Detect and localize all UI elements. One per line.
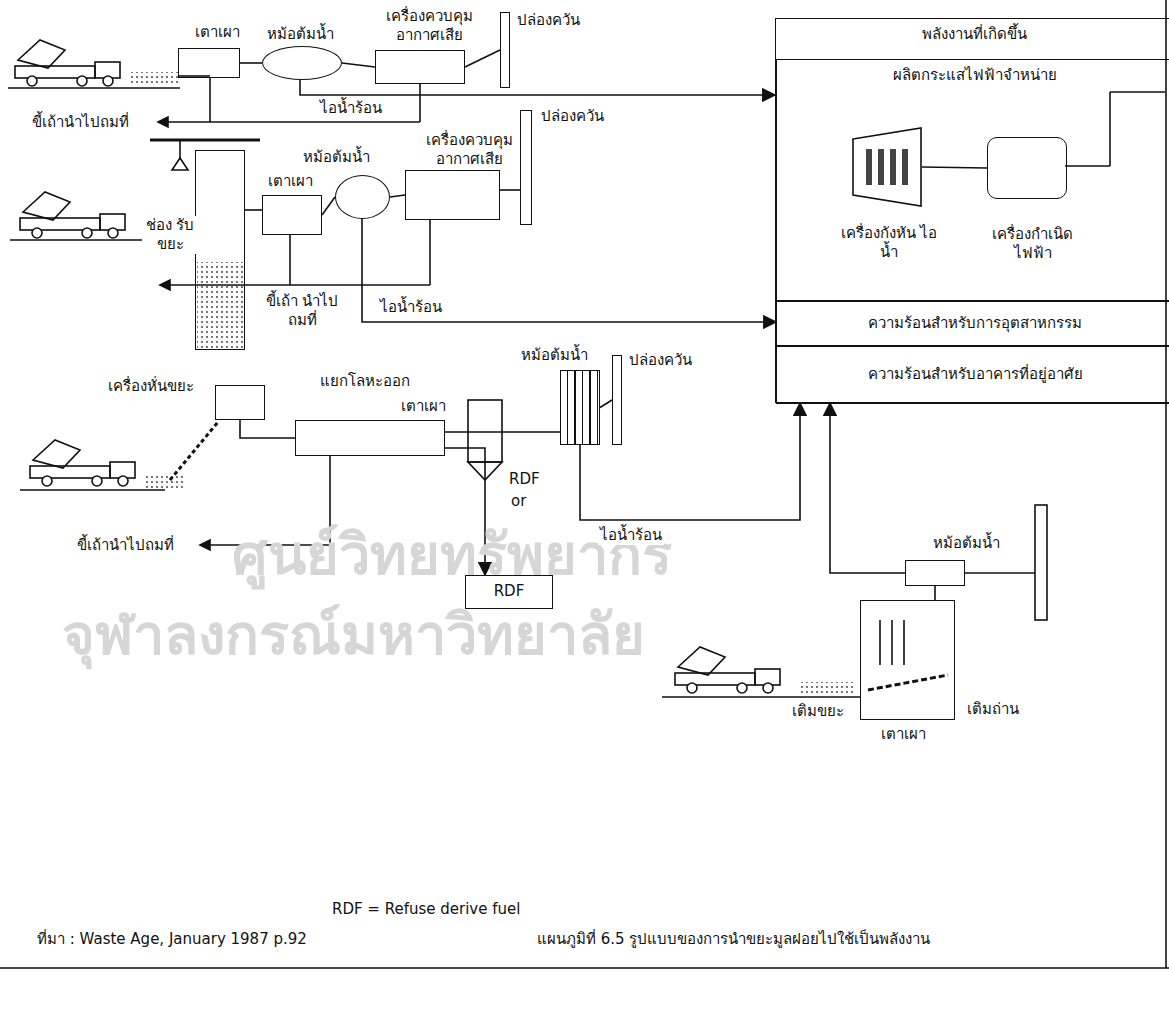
turbine-outline <box>852 127 922 207</box>
connector <box>240 62 262 64</box>
node-label: หม้อต้มน้ำ <box>265 25 336 44</box>
connector <box>500 189 520 191</box>
node-label: หม้อต้มน้ำ <box>519 346 590 365</box>
boiler: หม้อต้มน้ำ <box>335 175 390 219</box>
connector <box>922 167 987 168</box>
node-label: เตาเผา <box>193 23 242 42</box>
electricity-band: ผลิตกระแสไฟฟ้าจำหน่ายเครื่องกังหัน ไอน้ำ… <box>776 59 1169 301</box>
furnace: เตาเผา <box>262 195 322 235</box>
edge-label: ไอน้ำร้อน <box>378 298 444 317</box>
connector <box>445 431 560 433</box>
annotation: แยกโลหะออก <box>318 372 412 391</box>
node-label: ช่อง รับขยะ <box>142 216 198 254</box>
node-label: เครื่องควบคุม อากาศเสีย <box>371 7 487 45</box>
node-label: ปล่องควัน <box>539 107 606 126</box>
node-label: เครื่องหั่นขยะ <box>106 377 196 396</box>
air-pollution-control: เครื่องควบคุม อากาศเสีย <box>375 50 465 84</box>
connector <box>600 400 612 408</box>
annotation: ขี้เถ้านำไปถมที่ <box>30 113 131 132</box>
annotation: เติมถ่าน <box>965 700 1021 719</box>
generator: เครื่องกำเนิด ไฟฟ้า <box>987 137 1067 199</box>
waste-pit: ช่อง รับขยะ <box>195 150 245 350</box>
steam-turbine: เครื่องกังหัน ไอน้ำ <box>852 127 922 207</box>
connector <box>934 586 936 600</box>
edge-label: ไอน้ำร้อน <box>318 99 384 118</box>
node-label: หม้อต้มน้ำ <box>931 534 1002 553</box>
node-label: เครื่องควบคุม อากาศเสีย <box>411 131 527 169</box>
node-label: ปล่องควัน <box>627 351 694 370</box>
annotation: ขี้เถ้านำไปถมที่ <box>75 536 176 555</box>
node-label: ความร้อนสำหรับอาคารที่อยู่อาศัย <box>777 365 1169 384</box>
shredder: เครื่องหั่นขยะ <box>215 385 265 420</box>
stack: ปล่องควัน <box>500 12 510 88</box>
edge-label: ไอน้ำร้อน <box>598 526 664 545</box>
connector <box>362 219 776 322</box>
connector <box>300 80 775 95</box>
node-label: เครื่องกำเนิด ไฟฟ้า <box>978 225 1087 263</box>
connector <box>342 63 375 67</box>
node-label: ความร้อนสำหรับการอุตสาหกรรม <box>777 314 1169 333</box>
connector <box>390 195 405 197</box>
boiler: หม้อต้มน้ำ <box>560 370 600 445</box>
connector <box>580 403 800 520</box>
energy-panel: พลังงานที่เกิดขึ้นผลิตกระแสไฟฟ้าจำหน่ายเ… <box>775 18 1169 403</box>
connector <box>245 209 262 211</box>
node-label: หม้อต้มน้ำ <box>301 148 372 167</box>
node-label: เตาเผา <box>266 172 315 191</box>
node-label: เตาเผา <box>879 725 928 744</box>
boiler: หม้อต้มน้ำ <box>905 560 965 586</box>
industry-band: ความร้อนสำหรับการอุตสาหกรรม <box>776 301 1169 346</box>
furnace: เตาเผา <box>295 420 445 456</box>
node-label: ปล่องควัน <box>515 11 582 30</box>
figure-caption: แผนภูมิที่ 6.5 รูปแบบของการนำขยะมูลฝอยไป… <box>535 930 932 949</box>
furnace: เตาเผา <box>178 48 240 78</box>
connector <box>322 197 335 215</box>
node-label: ผลิตกระแสไฟฟ้าจำหน่าย <box>777 66 1169 85</box>
residential-band: ความร้อนสำหรับอาคารที่อยู่อาศัย <box>776 346 1169 404</box>
air-pollution-control: เครื่องควบคุม อากาศเสีย <box>405 170 500 220</box>
annotation: or <box>509 492 528 511</box>
connector <box>465 50 500 67</box>
annotation: ที่มา : Waste Age, January 1987 p.92 <box>35 930 309 949</box>
connector <box>830 403 905 573</box>
stack: ปล่องควัน <box>520 110 532 225</box>
node-label: เตาเผา <box>399 397 448 416</box>
connector <box>240 420 295 438</box>
node-label: พลังงานที่เกิดขึ้น <box>776 25 1169 44</box>
watermark: จุฬาลงกรณ์มหาวิทยาลัย <box>60 600 647 670</box>
annotation: ขี้เถ้า นำไปถมที่ <box>255 292 349 330</box>
annotation: เติมขยะ <box>790 702 846 721</box>
node-label: เครื่องกังหัน ไอน้ำ <box>837 224 941 262</box>
annotation: RDF <box>507 470 542 489</box>
furnace: เตาเผา <box>860 600 955 720</box>
stack: ปล่องควัน <box>612 355 622 445</box>
boiler: หม้อต้มน้ำ <box>262 46 342 80</box>
annotation: RDF = Refuse derive fuel <box>330 900 522 919</box>
